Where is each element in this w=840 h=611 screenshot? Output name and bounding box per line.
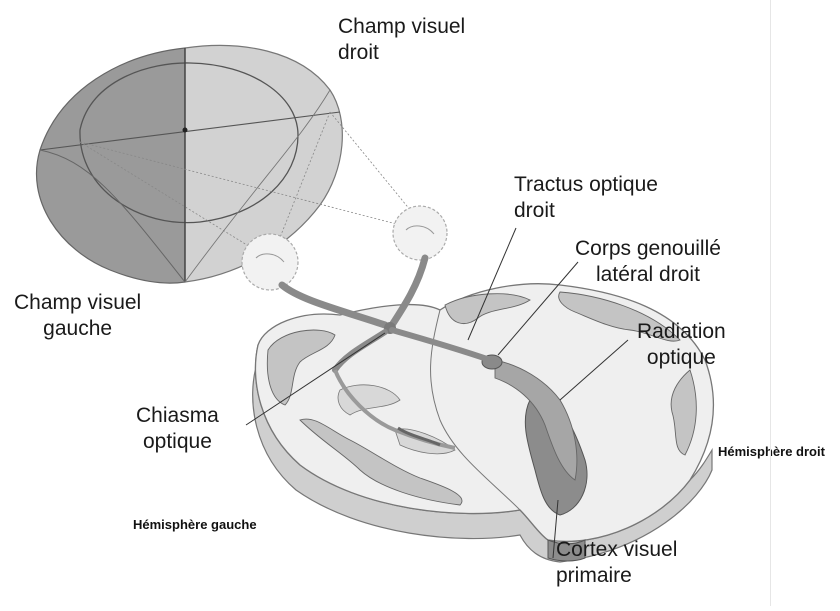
label-champ-visuel-gauche: Champ visuel gauche: [14, 290, 141, 342]
left-visual-field: [36, 48, 185, 283]
right-eye: [393, 206, 447, 260]
left-eye: [242, 234, 298, 290]
label-hemisphere-gauche: Hémisphère gauche: [133, 517, 257, 532]
page-edge-divider: [770, 0, 771, 606]
label-corps-genouille-lateral: Corps genouillé latéral droit: [575, 236, 721, 288]
label-champ-visuel-droit: Champ visuel droit: [338, 14, 465, 66]
label-hemisphere-droit: Hémisphère droit: [718, 444, 825, 459]
label-cortex-visuel-primaire: Cortex visuel primaire: [556, 537, 677, 589]
label-tractus-optique-droit: Tractus optique droit: [514, 172, 658, 224]
label-radiation-optique: Radiation optique: [637, 319, 726, 371]
visual-field: [36, 45, 420, 283]
label-chiasma-optique: Chiasma optique: [136, 403, 219, 455]
